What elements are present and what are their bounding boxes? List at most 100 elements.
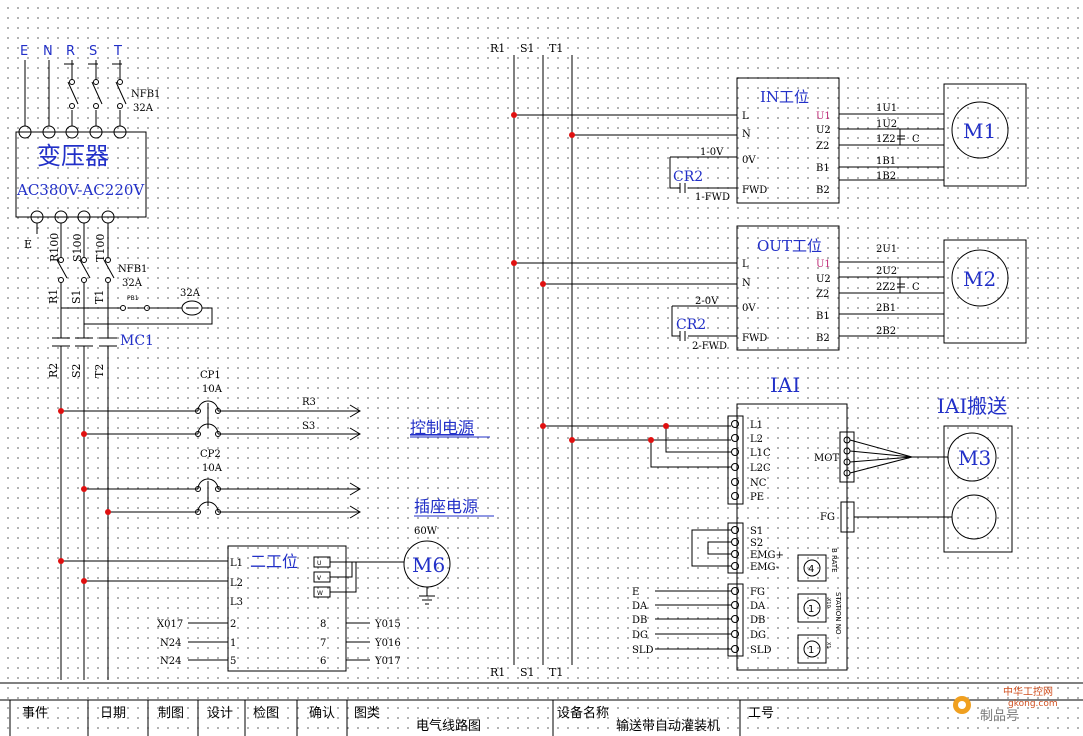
- station2-left-num-1: 1: [230, 638, 236, 649]
- m2-name: M2: [963, 267, 996, 291]
- watermark: 制品号 中华工控网 gkong.com: [953, 685, 1058, 724]
- iai-pin-l1: L1: [750, 420, 763, 431]
- tb-equip-label: 设备名称: [557, 705, 609, 721]
- out-pin-b2: B2: [816, 333, 830, 344]
- nfb1-label: NFB1: [131, 89, 160, 100]
- tb-cell-check: 检图: [253, 706, 279, 721]
- station2-term-w: W: [317, 590, 323, 597]
- in-wire-1b2: 1B2: [876, 171, 896, 182]
- iai-pin-emg-minus: EMG-: [750, 562, 779, 573]
- tb-cell-drawn: 制图: [158, 706, 184, 721]
- out-wire-2u2: 2U2: [876, 266, 897, 277]
- note-socket-power: 插座电源: [414, 497, 478, 516]
- phase2-t: T2: [93, 364, 106, 378]
- station2-term-v: V: [317, 575, 322, 582]
- in-pin-b1: B1: [816, 163, 830, 174]
- cp2-name: CP2: [200, 449, 221, 460]
- station2-pin-l1: L1: [230, 558, 243, 569]
- m3-name: M3: [958, 446, 991, 470]
- iai-pin-sld: SLD: [750, 645, 772, 656]
- iai-sig-dg: DG: [632, 630, 648, 641]
- phase2-s: S2: [70, 363, 83, 378]
- bus-bottom-s: S1: [520, 666, 535, 679]
- station2-right-num-2: 6: [320, 656, 326, 667]
- out-pin-0v: 0V: [742, 303, 756, 314]
- sec-label-s100: S100: [71, 233, 84, 262]
- supply-label-e: E: [20, 44, 28, 59]
- in-wire-1z2: 1Z2: [876, 134, 896, 145]
- contactor-label: MC1: [120, 333, 154, 349]
- iai-transport: IAI搬送 M3: [937, 394, 1013, 553]
- watermark-cn: 中华工控网: [1003, 685, 1053, 698]
- watermark-url: gkong.com: [1008, 699, 1058, 709]
- cp1-name: CP1: [200, 370, 221, 381]
- iai-pin-da: DA: [750, 601, 766, 612]
- m6-power: 60W: [414, 526, 438, 537]
- out-fwd-wire: 2-FWD: [692, 341, 727, 352]
- tb-equip-name: 输送带自动灌装机: [616, 718, 720, 734]
- iai-pin-emg-plus: EMG+: [750, 550, 784, 561]
- supply-wires: [24, 60, 127, 126]
- out-pin-n: N: [742, 278, 751, 289]
- tb-drawing-type: 电气线路图: [416, 718, 481, 734]
- in-pin-fwd: FWD: [742, 185, 767, 196]
- in-pin-0v: 0V: [742, 155, 756, 166]
- station2-sig-y017: Y017: [374, 656, 401, 667]
- in-pin-n: N: [742, 129, 751, 140]
- phase1-r: R1: [47, 289, 60, 304]
- station2-left-num-2: 5: [230, 656, 236, 667]
- in-pin-u2: U2: [816, 125, 831, 136]
- in-wire-1b1: 1B1: [876, 156, 896, 167]
- station2-term-u: U: [317, 560, 321, 567]
- in-pin-l: L: [742, 111, 749, 122]
- sec-label-t100: T100: [94, 234, 107, 262]
- phase1-t: T1: [93, 290, 106, 304]
- station2-title: 二工位: [250, 552, 298, 571]
- in-station-title: IN工位: [760, 88, 809, 106]
- iai-pin-l1c: L1C: [750, 448, 771, 459]
- out-wire-2z2: 2Z2: [876, 282, 896, 293]
- bus-top-r: R1: [490, 42, 505, 55]
- m1-name: M1: [963, 119, 996, 143]
- transformer-rating: AC380V-AC220V: [16, 181, 145, 199]
- in-cap: C: [912, 134, 920, 145]
- supply-label-r: R: [66, 44, 75, 59]
- out-wire-2u1: 2U1: [876, 244, 897, 255]
- out-wire-2b1: 2B1: [876, 303, 896, 314]
- iai-sig-db: DB: [632, 615, 647, 626]
- iai-controller: IAI L1 L2 L1C L2C NC PE S1 S2 EMG+ EMG- …: [543, 373, 952, 671]
- nfb-rating: 32A: [122, 278, 143, 289]
- out-station-title: OUT工位: [757, 237, 822, 255]
- note-control-power: 控制电源: [410, 418, 474, 437]
- out-pin-z2: Z2: [816, 289, 829, 300]
- tb-cell-type: 图类: [354, 706, 380, 721]
- fuse-rating: 32A: [180, 288, 201, 299]
- in-ov-wire: 1-0V: [700, 147, 724, 158]
- sec-label-r100: R100: [48, 233, 61, 262]
- station2: 二工位 L1 L2 L3 U V W 2 1 5 8 7 6 X017 N24 …: [61, 545, 404, 672]
- bus-bottom-r: R1: [490, 666, 505, 679]
- title-block: 事件 日期 制图 设计 检图 确认 图类 电气线路图 设备名称 输送带自动灌装机…: [0, 682, 1083, 736]
- cp1-r3: R3: [302, 397, 316, 408]
- sec-label-e: E: [24, 238, 32, 251]
- in-wire-1u1: 1U1: [876, 103, 897, 114]
- transformer: 变压器 AC380V-AC220V: [15, 125, 147, 224]
- iai-pin-l2: L2: [750, 434, 763, 445]
- out-cr2: CR2: [676, 317, 706, 333]
- iai-pin-s1: S1: [750, 526, 763, 537]
- iai-dial-brate: 4: [808, 564, 814, 575]
- cp1-s3: S3: [302, 421, 315, 432]
- station2-right-num-1: 7: [320, 638, 326, 649]
- iai-pin-l2c: L2C: [750, 463, 771, 474]
- station2-sig-y016: Y016: [374, 638, 401, 649]
- out-station: OUT工位 L N 0V FWD U1 U2 Z2 B1 B2 2-0V 2-F…: [514, 225, 1027, 352]
- in-cr2: CR2: [673, 169, 703, 185]
- iai-pin-db: DB: [750, 615, 765, 626]
- m6-motor: M6 60W: [403, 526, 451, 605]
- out-pin-fwd: FWD: [742, 333, 767, 344]
- phase2-r: R2: [47, 363, 60, 378]
- mc1-contacts: MC1: [52, 333, 154, 349]
- iai-fg: FG: [820, 512, 835, 523]
